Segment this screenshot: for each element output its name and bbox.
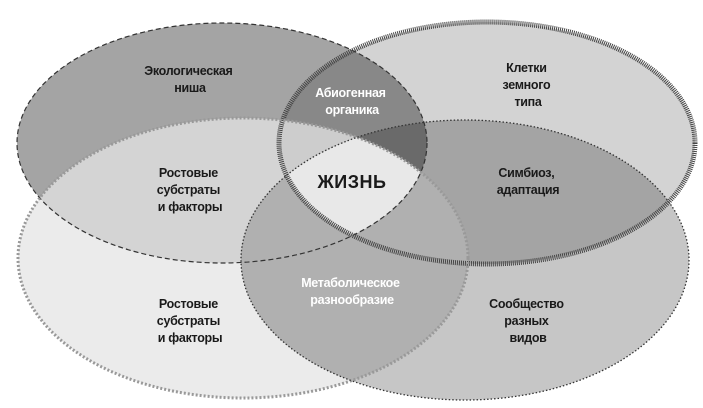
label-symbiosis: Симбиоз, адаптация [497,166,559,197]
ecological-niche-border [16,22,428,264]
community-border [240,119,690,401]
label-community: Сообщество разных видов [489,297,567,345]
label-abiogenic-organics: Абиогенная органика [315,86,389,117]
earth-cells-border [276,19,698,267]
label-earth-cells: Клетки земного типа [502,61,553,109]
growth-substrates-border [16,116,470,400]
label-growth-substrates-lower: Ростовые субстраты и факторы [157,297,223,345]
label-metabolic-diversity: Метаболическое разнообразие [301,276,403,307]
label-growth-substrates-upper: Ростовые субстраты и факторы [157,166,223,214]
label-ecological-niche: Экологическая ниша [144,64,235,95]
label-life: ЖИЗНЬ [317,172,387,192]
